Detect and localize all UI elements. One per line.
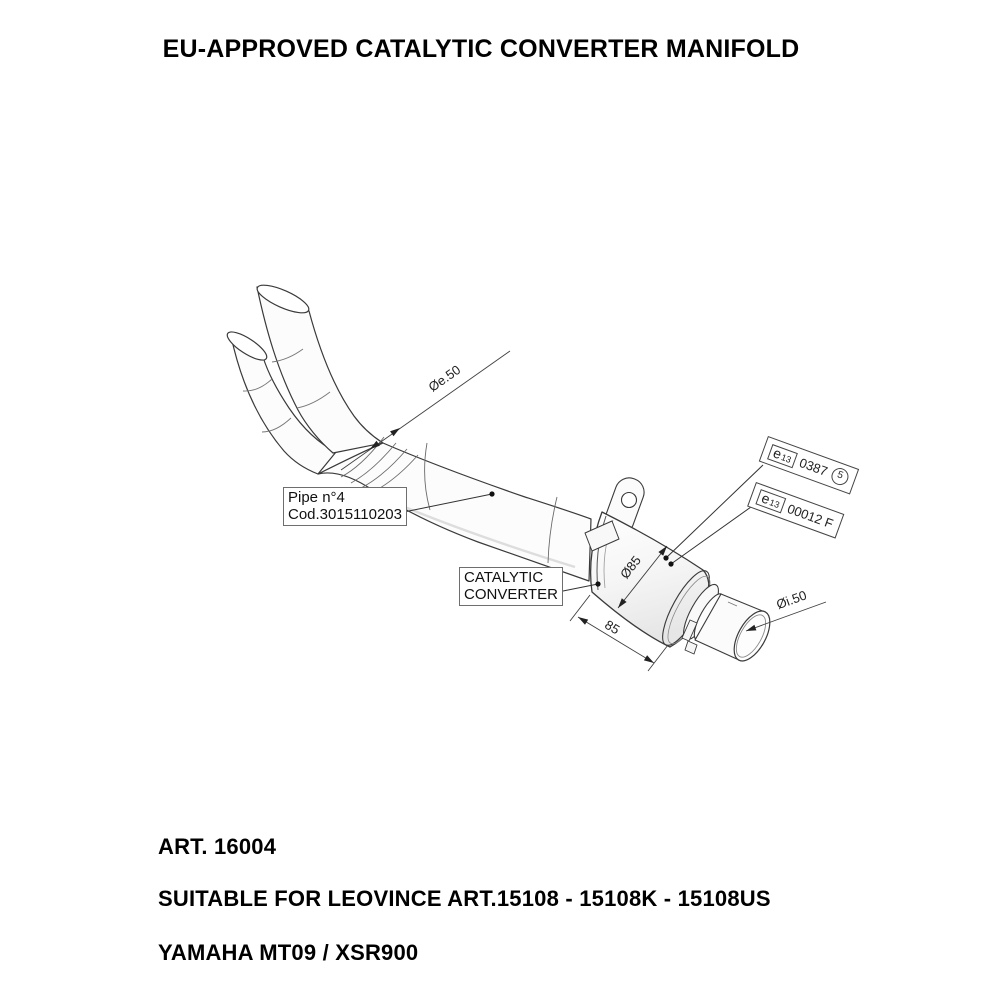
inlet-pipes [226, 284, 384, 475]
homologation-dot-2 [668, 561, 674, 567]
dim-line-85 [577, 616, 655, 664]
homologation-leader-1 [665, 464, 764, 559]
dim-arrow-oi50 [746, 624, 757, 631]
main-pipe-body [317, 442, 592, 582]
page-title: EU-APPROVED CATALYTIC CONVERTER MANIFOLD [162, 35, 800, 63]
front-inlet-pipe [256, 286, 384, 454]
dim-ext-85-right [647, 644, 669, 672]
dim-line-oe50 [340, 350, 511, 471]
pipe-callout-line2: Cod.3015110203 [288, 506, 402, 523]
dimension-converter-length: 85 [569, 594, 669, 672]
collector-stripe-3 [360, 448, 408, 489]
lug-base-plate [584, 520, 620, 552]
dim-arrow-85-left [578, 617, 589, 625]
dim-line-d85 [617, 545, 668, 609]
dim-text-oe50: Øe.50 [426, 362, 464, 395]
dim-ext-85-left [569, 594, 591, 622]
e-mark-code-2: 13 [768, 497, 781, 511]
converter [584, 511, 771, 662]
converter-callout-line2: CONVERTER [464, 586, 558, 603]
dim-arrow-d85-bottom [618, 598, 627, 608]
collector-stripe-1 [340, 436, 385, 478]
pipe-callout-leader [403, 493, 493, 513]
main-pipe-seam-2 [547, 496, 558, 564]
back-pipe-seam-2 [261, 417, 292, 433]
front-inlet-mouth [256, 284, 310, 314]
lug-hole [620, 491, 638, 509]
dim-text-oi50: Øi.50 [774, 587, 808, 612]
dim-line-oi50 [745, 601, 827, 632]
converter-callout-leader [557, 583, 599, 593]
main-pipe [317, 436, 592, 582]
approval-number-1: 0387 [797, 454, 830, 479]
article-number: ART. 16004 [158, 834, 277, 859]
dim-text-85: 85 [602, 617, 622, 637]
outlet-mouth-inner [735, 614, 767, 658]
back-pipe-seam-1 [242, 378, 273, 392]
pipe-callout-dot [489, 491, 495, 497]
outlet-notch-line [727, 601, 738, 607]
leader-lines [403, 464, 773, 593]
dim-arrow-d85-top [658, 546, 667, 556]
converter-callout-line1: CATALYTIC [464, 569, 544, 586]
main-pipe-shading [399, 503, 576, 569]
e-mark-code-1: 13 [779, 451, 793, 465]
dim-arrow-oe50-upper [390, 428, 400, 437]
dim-arrow-oe50-lower [370, 440, 380, 449]
back-inlet-mouth [226, 331, 268, 361]
converter-callout-box: CATALYTIC CONVERTER [459, 567, 563, 606]
approval-circled-number: 5 [828, 465, 851, 488]
vehicle-model-line: YAMAHA MT09 / XSR900 [158, 940, 419, 965]
pipe-callout-line1: Pipe n°4 [288, 489, 345, 506]
collector-stripe-2 [350, 442, 397, 484]
slip-joint-tab [684, 640, 698, 655]
homologation-dot-1 [663, 555, 669, 561]
pipe-callout-box: Pipe n°4 Cod.3015110203 [283, 487, 407, 526]
main-pipe-seam-1 [424, 442, 431, 511]
compatibility-line: SUITABLE FOR LEOVINCE ART.15108 - 15108K… [158, 886, 771, 911]
dim-arrow-85-right [643, 655, 654, 663]
front-pipe-seam-2 [296, 391, 331, 409]
front-pipe-seam-1 [271, 348, 304, 363]
converter-callout-dot [595, 581, 601, 587]
